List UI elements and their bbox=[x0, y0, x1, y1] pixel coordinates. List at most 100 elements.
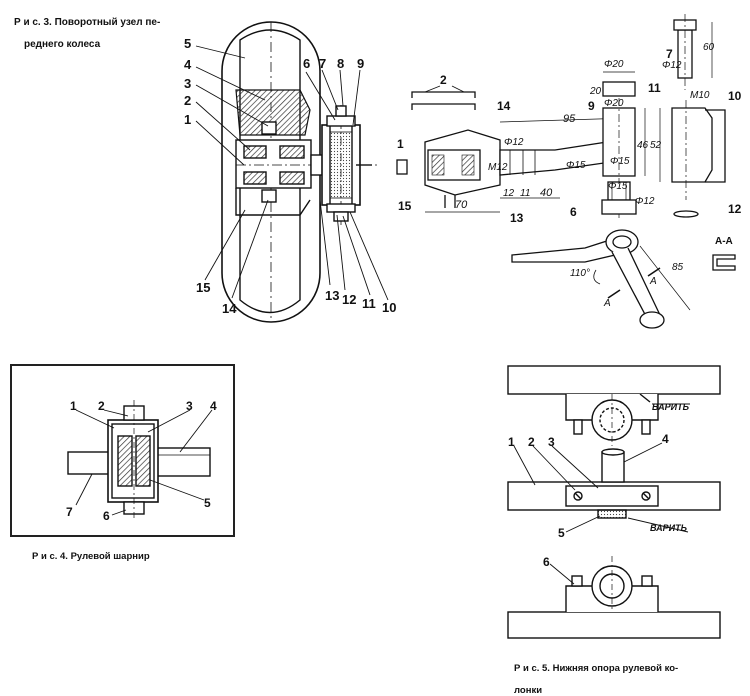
section-mark-a-lower: А bbox=[603, 298, 611, 309]
callout-14: 14 bbox=[222, 301, 237, 316]
fig5-leaders bbox=[513, 403, 690, 585]
fig5-top-view bbox=[507, 365, 721, 446]
part-num-9: 9 bbox=[588, 99, 595, 113]
dim-phi12-lower: Φ12 bbox=[635, 196, 655, 207]
fig5-caption-line2: лонки bbox=[514, 685, 543, 696]
dim-60: 60 bbox=[703, 42, 715, 53]
dim-phi15: Φ15 bbox=[566, 160, 586, 171]
dim-phi15-lower: Φ15 bbox=[608, 181, 628, 192]
dim-phi12-pin: Φ12 bbox=[662, 60, 682, 71]
fig4-callout-5: 5 bbox=[204, 496, 211, 510]
dim-phi15-inner: Φ15 bbox=[610, 156, 630, 167]
dim-40: 40 bbox=[540, 187, 553, 199]
fig4-drawing bbox=[67, 400, 211, 520]
callout-8: 8 bbox=[337, 56, 344, 71]
fig5-weld-pad bbox=[597, 509, 627, 519]
callout-1: 1 bbox=[184, 112, 191, 127]
dim-70: 70 bbox=[455, 199, 468, 211]
fig3-leaders bbox=[195, 45, 389, 301]
part-num-7: 7 bbox=[666, 47, 673, 61]
part-num-1: 1 bbox=[397, 137, 404, 151]
fig3-callouts: 5 4 3 2 1 6 7 8 9 15 14 13 12 11 10 bbox=[184, 36, 396, 316]
fig4-rubber-left bbox=[117, 435, 133, 487]
fig5-callout-3: 3 bbox=[548, 435, 555, 449]
callout-3: 3 bbox=[184, 76, 191, 91]
callout-15: 15 bbox=[196, 280, 210, 295]
fig4-right-tube bbox=[154, 447, 211, 477]
dim-11: 11 bbox=[520, 188, 530, 199]
part-num-2: 2 bbox=[440, 73, 447, 87]
dim-85: 85 bbox=[672, 262, 684, 273]
part-9-top-cap bbox=[602, 81, 636, 97]
fig3-dimensions: 95 70 12 11 40 Φ12 Φ15 M12 Φ20 Φ20 20 46… bbox=[455, 42, 733, 309]
fig4-caption: Р и с. 4. Рулевой шарнир bbox=[32, 551, 150, 562]
part-9-base bbox=[601, 199, 637, 215]
callout-10: 10 bbox=[382, 300, 396, 315]
dim-angle-110: 110° bbox=[570, 268, 590, 279]
callout-13: 13 bbox=[325, 288, 339, 303]
fig4-callout-2: 2 bbox=[98, 399, 105, 413]
callout-7: 7 bbox=[319, 56, 326, 71]
dim-m10: M10 bbox=[690, 90, 710, 101]
part-1-nut bbox=[396, 159, 408, 175]
fig4-callout-6: 6 bbox=[103, 509, 110, 523]
fig5-middle-view bbox=[507, 448, 721, 519]
dim-m12: M12 bbox=[488, 162, 508, 173]
part-num-6: 6 bbox=[570, 205, 577, 219]
fig4-callout-4: 4 bbox=[210, 399, 217, 413]
dim-95: 95 bbox=[563, 113, 576, 125]
callout-2: 2 bbox=[184, 93, 191, 108]
dim-12: 12 bbox=[503, 188, 515, 199]
drawing-canvas: 5 4 3 2 1 6 7 8 9 15 14 13 12 11 10 bbox=[66, 14, 742, 639]
part-num-12: 12 bbox=[728, 202, 742, 216]
part-2-plate-top bbox=[411, 91, 476, 98]
wheel-tyre bbox=[239, 29, 301, 314]
part-num-15: 15 bbox=[398, 199, 412, 213]
fig5-callout-4: 4 bbox=[662, 432, 669, 446]
fig5-clamp-plate bbox=[565, 485, 659, 507]
hub-section bbox=[235, 89, 311, 136]
fig3-caption-line2: реднего колеса bbox=[24, 39, 101, 50]
fig4-callout-7: 7 bbox=[66, 505, 73, 519]
fig5-callout-5: 5 bbox=[558, 526, 565, 540]
fig5-bottom-view bbox=[507, 556, 721, 639]
axle-nut-bottom bbox=[261, 189, 277, 203]
fig3-assembly bbox=[221, 21, 380, 323]
fig5-caption-line1: Р и с. 5. Нижняя опора рулевой ко- bbox=[514, 663, 679, 674]
section-mark-a-upper: А bbox=[649, 276, 657, 287]
fig5-column bbox=[601, 451, 625, 483]
fig4-callout-3: 3 bbox=[186, 399, 193, 413]
fig5-callouts: 1 2 3 4 5 6 ВАРИТЬ ВАРИТЬ bbox=[508, 402, 690, 569]
dim-52: 52 bbox=[650, 140, 662, 151]
arm-eye-bottom bbox=[639, 311, 665, 329]
part-num-14: 14 bbox=[497, 99, 511, 113]
fig3-exploded-numbers: 2 14 1 15 13 9 11 7 10 12 6 bbox=[397, 47, 742, 225]
fig5-top-tube bbox=[507, 365, 721, 395]
kingpin-top-cap bbox=[326, 115, 356, 127]
part-10-bracket bbox=[671, 107, 713, 183]
fig5-callout-2: 2 bbox=[528, 435, 535, 449]
fig5-callout-1: 1 bbox=[508, 435, 515, 449]
fig5-callout-6: 6 bbox=[543, 555, 550, 569]
fig4-frame bbox=[10, 364, 235, 537]
kingpin-top-bolt bbox=[335, 105, 347, 117]
part-num-10: 10 bbox=[728, 89, 742, 103]
part-num-11: 11 bbox=[648, 81, 661, 95]
section-aa bbox=[712, 254, 736, 271]
part-num-13: 13 bbox=[510, 211, 524, 225]
callout-9: 9 bbox=[357, 56, 364, 71]
fig4-callouts: 1 2 3 4 5 6 7 bbox=[66, 399, 217, 523]
part-12-washer bbox=[673, 210, 699, 218]
dim-phi12: Φ12 bbox=[504, 137, 524, 148]
callout-12: 12 bbox=[342, 292, 356, 307]
fig5-weld-label-top: ВАРИТЬ bbox=[652, 402, 690, 412]
fig5-weld-label-bottom: ВАРИТЬ bbox=[650, 523, 688, 533]
dim-46: 46 bbox=[637, 140, 649, 151]
callout-6: 6 bbox=[303, 56, 310, 71]
callout-5: 5 bbox=[184, 36, 191, 51]
fig5-bottom-tube bbox=[507, 611, 721, 639]
fig4-leaders bbox=[75, 409, 213, 516]
fig3-exploded bbox=[396, 14, 736, 329]
fig4-callout-1: 1 bbox=[70, 399, 77, 413]
kingpin-bottom-nut bbox=[333, 211, 349, 222]
